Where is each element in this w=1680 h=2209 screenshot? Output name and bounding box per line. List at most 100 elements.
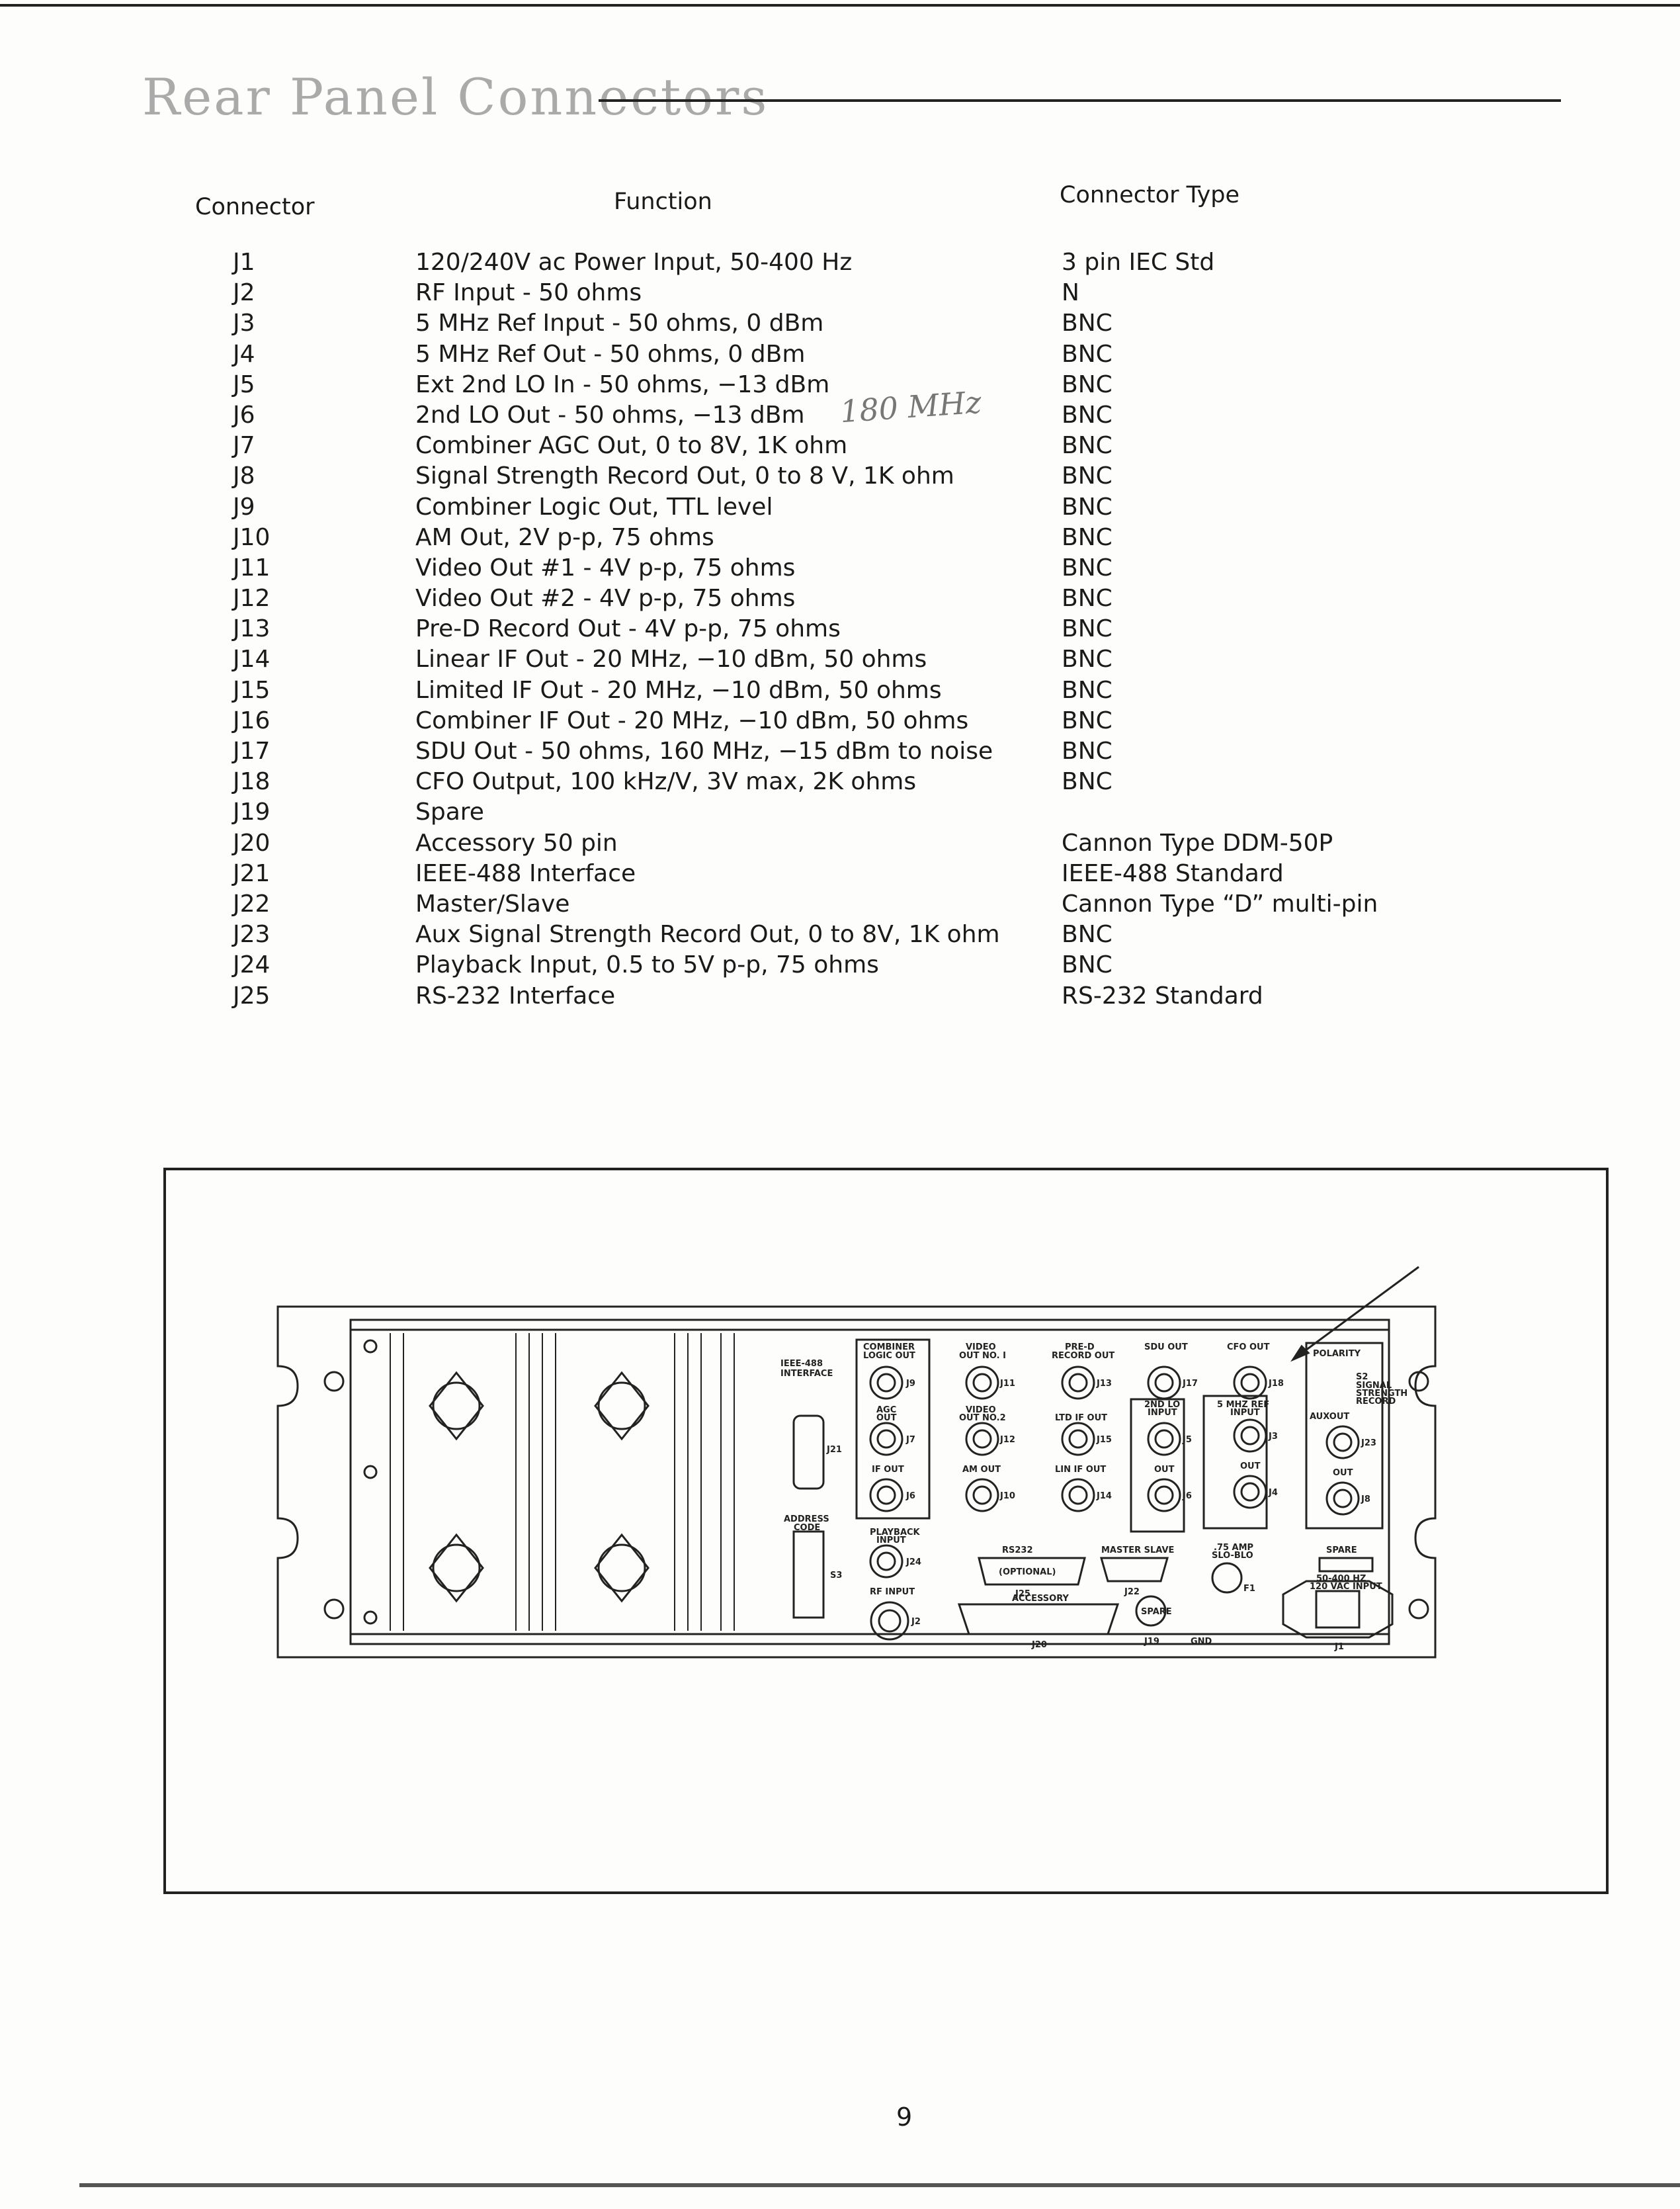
label-lo: 2ND LO bbox=[1144, 1400, 1180, 1410]
label-j10: J10 bbox=[999, 1491, 1015, 1501]
connector-function: 5 MHz Ref Out - 50 ohms, 0 dBm bbox=[415, 340, 806, 368]
connector-id: J18 bbox=[233, 768, 271, 796]
table-row: J21 IEEE-488 Interface IEEE-488 Standard bbox=[0, 859, 1680, 889]
label-comb: COMBINER bbox=[863, 1342, 915, 1352]
connector-id: J7 bbox=[233, 432, 255, 460]
label-addr2: CODE bbox=[794, 1523, 820, 1533]
connector-id: J5 bbox=[233, 370, 255, 398]
label-j3: J3 bbox=[1268, 1432, 1278, 1442]
connector-id: J15 bbox=[233, 676, 271, 704]
connector-function: Video Out #1 - 4V p-p, 75 ohms bbox=[415, 554, 796, 582]
connector-function: 2nd LO Out - 50 ohms, −13 dBm bbox=[415, 401, 805, 429]
connector-type: BNC bbox=[1062, 738, 1113, 765]
connector-id: J22 bbox=[233, 890, 271, 918]
label-out2: OUT bbox=[1240, 1461, 1261, 1471]
connector-type: RS-232 Standard bbox=[1062, 982, 1263, 1010]
label-ssr3: RECORD bbox=[1356, 1397, 1396, 1407]
label-j21: J21 bbox=[826, 1445, 842, 1455]
connector-function: Aux Signal Strength Record Out, 0 to 8V,… bbox=[415, 921, 1000, 949]
connector-id: J20 bbox=[233, 829, 271, 857]
label-j6: J6 bbox=[905, 1491, 915, 1501]
title-rule bbox=[599, 99, 1561, 102]
connector-function: Ext 2nd LO In - 50 ohms, −13 dBm bbox=[415, 370, 830, 398]
connector-function: Pre-D Record Out - 4V p-p, 75 ohms bbox=[415, 615, 841, 643]
label-s2: S2 bbox=[1356, 1372, 1368, 1382]
label-j4: J4 bbox=[1268, 1488, 1278, 1498]
connector-id: J4 bbox=[233, 340, 255, 368]
label-j14: J14 bbox=[1096, 1491, 1112, 1501]
label-j1: J1 bbox=[1334, 1642, 1344, 1652]
label-j7: J7 bbox=[905, 1435, 915, 1445]
label-addr: ADDRESS bbox=[784, 1514, 829, 1524]
connector-type: BNC bbox=[1062, 462, 1113, 490]
connector-id: J25 bbox=[233, 982, 271, 1010]
page-number: 9 bbox=[896, 2102, 913, 2132]
label-out3: OUT bbox=[1333, 1468, 1353, 1478]
connector-function: CFO Output, 100 kHz/V, 3V max, 2K ohms bbox=[415, 768, 917, 796]
connector-type: BNC bbox=[1062, 340, 1113, 368]
connector-type: BNC bbox=[1062, 493, 1113, 521]
connector-function: 120/240V ac Power Input, 50-400 Hz bbox=[415, 249, 853, 276]
diagram-frame bbox=[163, 1168, 1609, 1894]
label-vid2: VIDEO bbox=[966, 1405, 996, 1415]
connector-id: J13 bbox=[233, 615, 271, 643]
connector-type: BNC bbox=[1062, 646, 1113, 673]
connector-id: J2 bbox=[233, 279, 255, 307]
label-agc: AGC bbox=[876, 1405, 896, 1415]
table-row: J22 Master/Slave Cannon Type “D” multi-pin bbox=[0, 889, 1680, 920]
label-pred2: RECORD OUT bbox=[1052, 1351, 1114, 1361]
connector-id: J21 bbox=[233, 859, 271, 887]
label-j6b: J6 bbox=[1182, 1491, 1192, 1501]
label-gnd: GND bbox=[1191, 1637, 1212, 1647]
label-j2: J2 bbox=[911, 1617, 921, 1627]
label-spare: SPARE bbox=[1141, 1607, 1172, 1617]
label-pred: PRE-D bbox=[1065, 1342, 1095, 1352]
connector-type: N bbox=[1062, 279, 1079, 307]
connector-type: IEEE-488 Standard bbox=[1062, 859, 1284, 887]
label-acc: ACCESSORY bbox=[1012, 1594, 1070, 1604]
label-ref: 5 MHZ REF bbox=[1217, 1400, 1269, 1410]
label-pwr2: 120 VAC INPUT bbox=[1310, 1582, 1382, 1592]
connector-type: Cannon Type DDM-50P bbox=[1062, 829, 1333, 857]
rear-panel-diagram: IEEE-488 INTERFACE J21 ADDRESS CODE S3 C… bbox=[276, 1266, 1437, 1659]
connector-function: Master/Slave bbox=[415, 890, 570, 918]
connector-type: BNC bbox=[1062, 370, 1113, 398]
table-row: J4 5 MHz Ref Out - 50 ohms, 0 dBm BNC bbox=[0, 339, 1680, 370]
connector-function: Linear IF Out - 20 MHz, −10 dBm, 50 ohms bbox=[415, 646, 927, 673]
label-j22: J22 bbox=[1124, 1587, 1140, 1597]
label-ifout: IF OUT bbox=[872, 1465, 904, 1475]
header-function: Function bbox=[614, 189, 712, 215]
connector-function: Playback Input, 0.5 to 5V p-p, 75 ohms bbox=[415, 951, 879, 979]
label-j15: J15 bbox=[1096, 1435, 1112, 1445]
label-j11: J11 bbox=[999, 1379, 1015, 1389]
label-ieee: IEEE-488 bbox=[780, 1359, 823, 1369]
connector-function: IEEE-488 Interface bbox=[415, 859, 636, 887]
table-row: J18 CFO Output, 100 kHz/V, 3V max, 2K ohm… bbox=[0, 767, 1680, 797]
connector-function: Combiner Logic Out, TTL level bbox=[415, 493, 773, 521]
connector-id: J1 bbox=[233, 249, 255, 276]
label-sdu: SDU OUT bbox=[1144, 1342, 1188, 1352]
label-pb: PLAYBACK bbox=[870, 1528, 921, 1538]
label-pol: POLARITY bbox=[1313, 1349, 1361, 1359]
connector-id: J9 bbox=[233, 493, 255, 521]
connector-type: BNC bbox=[1062, 615, 1113, 643]
label-rs232: RS232 bbox=[1002, 1545, 1033, 1555]
connector-type: Cannon Type “D” multi-pin bbox=[1062, 890, 1378, 918]
label-agc2: OUT bbox=[876, 1413, 897, 1423]
label-spare2: SPARE bbox=[1326, 1545, 1357, 1555]
label-ltd: LTD IF OUT bbox=[1055, 1413, 1107, 1423]
label-ref2: INPUT bbox=[1230, 1408, 1260, 1418]
connector-function: SDU Out - 50 ohms, 160 MHz, −15 dBm to n… bbox=[415, 738, 993, 765]
connector-type: BNC bbox=[1062, 585, 1113, 613]
